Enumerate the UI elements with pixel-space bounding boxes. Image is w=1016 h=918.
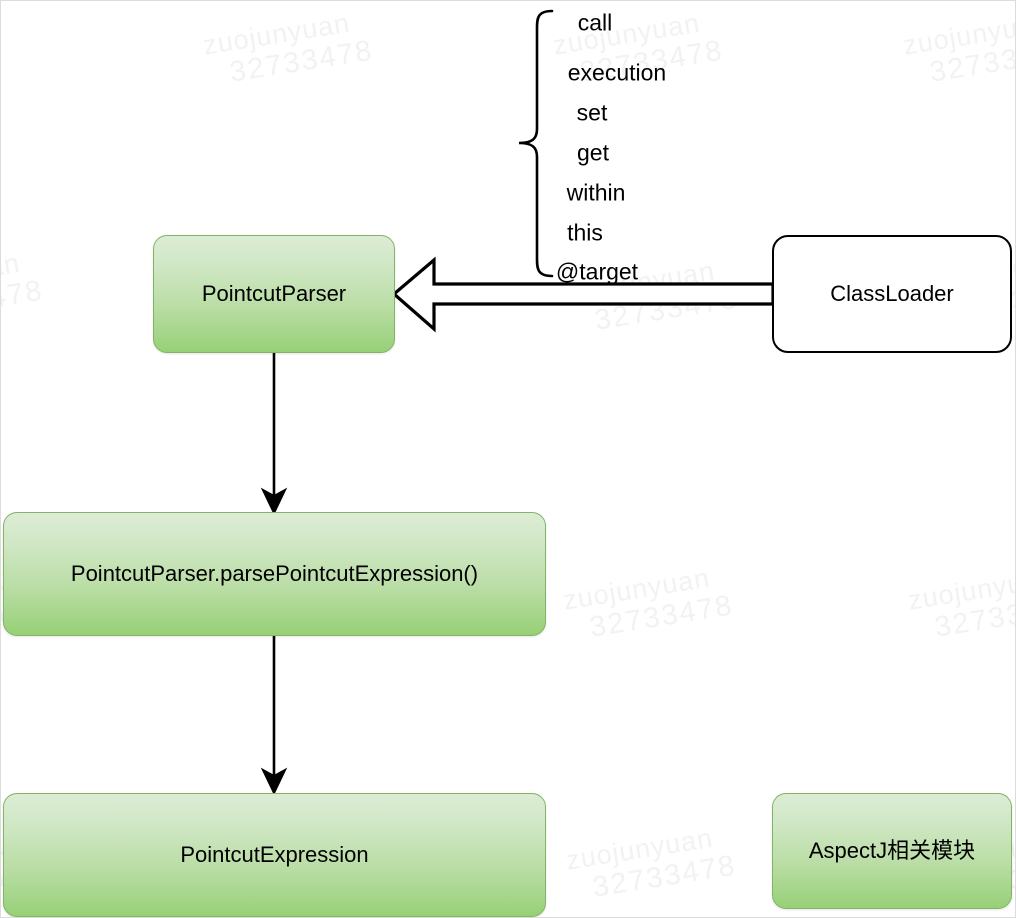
- node-aspectj-module-label: AspectJ相关模块: [808, 837, 976, 863]
- watermark-line-2: 32733478: [592, 282, 741, 338]
- node-pointcut-expression-label: PointcutExpression: [180, 841, 369, 867]
- watermark-line-1: zuojunyuan: [564, 822, 715, 876]
- watermark-line-1: zuojunyuan: [901, 7, 1016, 61]
- watermark-line-1: zuojunyuan: [551, 7, 702, 61]
- node-class-loader-label: ClassLoader: [830, 280, 954, 306]
- watermark-line-2: 32733478: [587, 589, 736, 645]
- watermark-line-1: zuojunyuan: [201, 7, 352, 61]
- designator-item-get: get: [577, 139, 609, 166]
- watermark-line-2: 32733478: [590, 849, 739, 905]
- node-pointcut-parser[interactable]: PointcutParser: [153, 235, 395, 353]
- designator-item-within: within: [566, 179, 626, 206]
- node-parse-pointcut-expression-method-label: PointcutParser.parsePointcutExpression(): [70, 560, 479, 586]
- watermark-line-2: 32733478: [227, 34, 376, 90]
- designator-item-execution: execution: [567, 59, 667, 86]
- node-pointcut-parser-label: PointcutParser: [201, 280, 347, 306]
- curly-brace: [518, 9, 554, 278]
- watermark-line-1: zuojunyuan: [561, 562, 712, 616]
- node-parse-pointcut-expression-method[interactable]: PointcutParser.parsePointcutExpression(): [3, 512, 546, 636]
- designator-item-call: call: [577, 9, 613, 36]
- arrow-parser-to-parsemethod-head: [260, 487, 288, 516]
- watermark-line-1: zuojunyuan: [0, 247, 22, 301]
- node-aspectj-module[interactable]: AspectJ相关模块: [772, 793, 1012, 909]
- node-class-loader[interactable]: ClassLoader: [772, 235, 1012, 353]
- designator-item-set: set: [576, 99, 608, 126]
- arrow-parsemethod-to-expression-head: [260, 767, 288, 796]
- designator-item-this: this: [567, 219, 603, 246]
- watermark-line-1: zuojunyuan: [906, 562, 1016, 616]
- watermark-line-2: 32733478: [932, 589, 1016, 645]
- watermark-line-2: 32733478: [0, 274, 46, 330]
- watermark-line-2: 32733478: [927, 34, 1016, 90]
- node-pointcut-expression[interactable]: PointcutExpression: [3, 793, 546, 917]
- designator-item-at-target: @target: [555, 258, 639, 285]
